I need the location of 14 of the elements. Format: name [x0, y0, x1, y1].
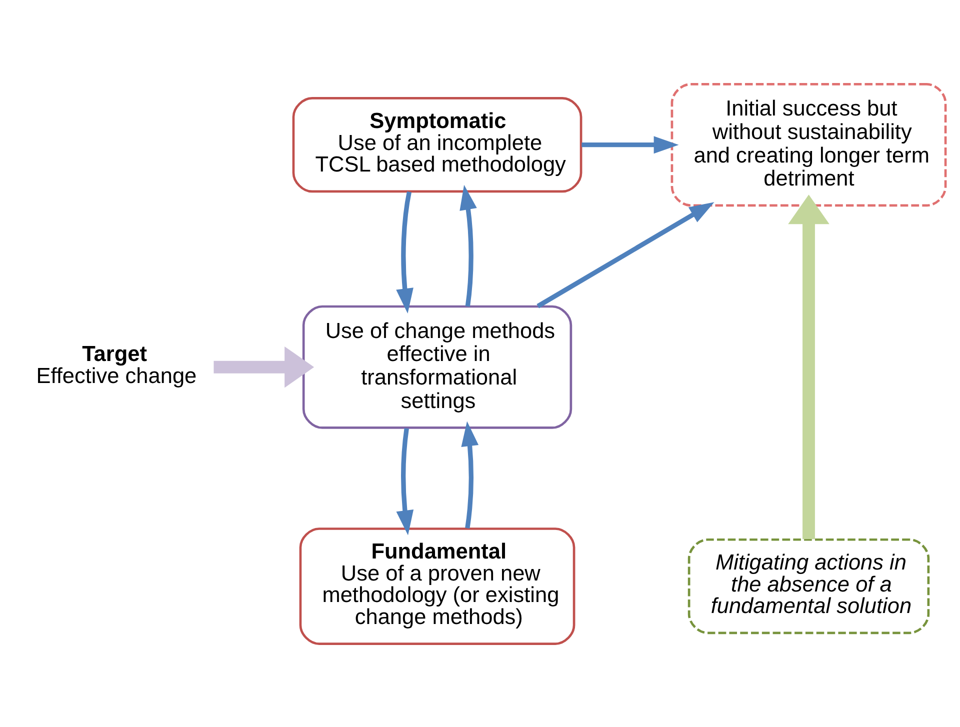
node-box: Initial success but without sustainability and creating longer term detriment: [670, 82, 947, 206]
arrow: [214, 346, 314, 388]
arrow: [396, 190, 414, 313]
arrow: [461, 420, 479, 528]
arrow: [788, 194, 830, 539]
node-box: Fundamental Use of a proven new methodology (or existing change methods): [299, 527, 576, 644]
node-box: Symptomatic Use of an incomplete TCSL based methodology: [292, 96, 582, 192]
arrow: [460, 184, 477, 306]
arrow: [396, 427, 414, 535]
arrow: [536, 202, 714, 308]
node-box: Mitigating actions in the absence of a fundamental solution: [688, 538, 930, 634]
node-text: Target Effective change: [36, 340, 197, 388]
arrow: [582, 136, 679, 154]
node-box: Use of change methods effective in transformational settings: [302, 304, 572, 428]
